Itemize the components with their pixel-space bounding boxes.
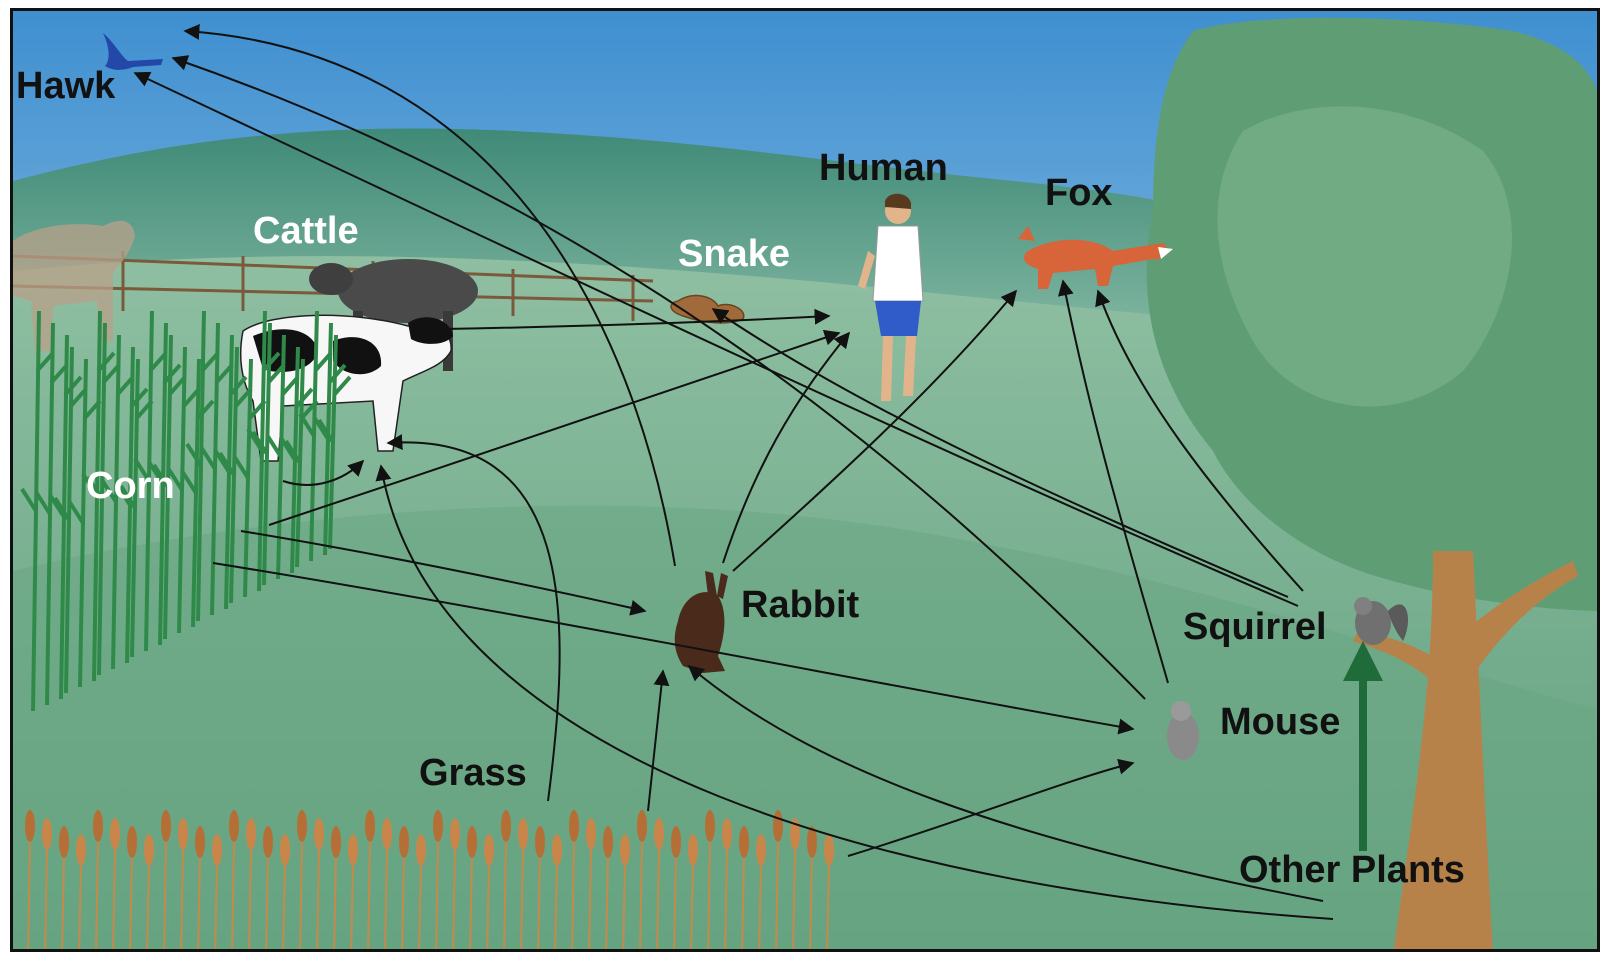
grass-head xyxy=(382,818,392,850)
grass-head xyxy=(518,818,528,850)
grass-head xyxy=(705,810,715,842)
label-human: Human xyxy=(819,149,948,187)
label-fox: Fox xyxy=(1045,174,1113,212)
grass-head xyxy=(314,818,324,850)
grass-head xyxy=(178,818,188,850)
grass-head xyxy=(824,834,834,866)
food-web-diagram: Hawk Human Fox Cattle Snake Corn Rabbit … xyxy=(10,8,1600,952)
label-mouse: Mouse xyxy=(1220,703,1340,741)
grass-head xyxy=(467,826,477,858)
label-grass: Grass xyxy=(419,754,527,792)
grass-head xyxy=(263,826,273,858)
label-hawk: Hawk xyxy=(16,67,115,105)
grass-head xyxy=(722,818,732,850)
grass-head xyxy=(297,810,307,842)
food-web-scene xyxy=(13,11,1600,952)
grass-head xyxy=(76,834,86,866)
grass-head xyxy=(25,810,35,842)
grass-head xyxy=(195,826,205,858)
grass-head xyxy=(331,826,341,858)
grass-head xyxy=(586,818,596,850)
grass-head xyxy=(450,818,460,850)
grass-head xyxy=(552,834,562,866)
grass-head xyxy=(756,834,766,866)
grass-head xyxy=(42,818,52,850)
grass-head xyxy=(59,826,69,858)
grass-head xyxy=(671,826,681,858)
label-other-plants: Other Plants xyxy=(1239,851,1465,889)
grass-head xyxy=(603,826,613,858)
grass-head xyxy=(688,834,698,866)
grass-head xyxy=(348,834,358,866)
label-snake: Snake xyxy=(678,235,790,273)
grass-head xyxy=(654,818,664,850)
grass-head xyxy=(212,834,222,866)
label-cattle: Cattle xyxy=(253,212,359,250)
grass-head xyxy=(110,818,120,850)
grass-head xyxy=(620,834,630,866)
grass-head xyxy=(365,810,375,842)
grass-head xyxy=(773,810,783,842)
grass-head xyxy=(484,834,494,866)
grass-head xyxy=(501,810,511,842)
grass-head xyxy=(416,834,426,866)
grass-head xyxy=(280,834,290,866)
grass-head xyxy=(246,818,256,850)
grass-head xyxy=(127,826,137,858)
grass-head xyxy=(161,810,171,842)
grass-head xyxy=(637,810,647,842)
grass-head xyxy=(399,826,409,858)
grass-head xyxy=(739,826,749,858)
grass-head xyxy=(535,826,545,858)
grass-head xyxy=(433,810,443,842)
label-rabbit: Rabbit xyxy=(741,586,859,624)
grass-head xyxy=(144,834,154,866)
grass-head xyxy=(229,810,239,842)
grass-head xyxy=(93,810,103,842)
grass-head xyxy=(569,810,579,842)
label-corn: Corn xyxy=(86,467,175,505)
label-squirrel: Squirrel xyxy=(1183,608,1327,646)
